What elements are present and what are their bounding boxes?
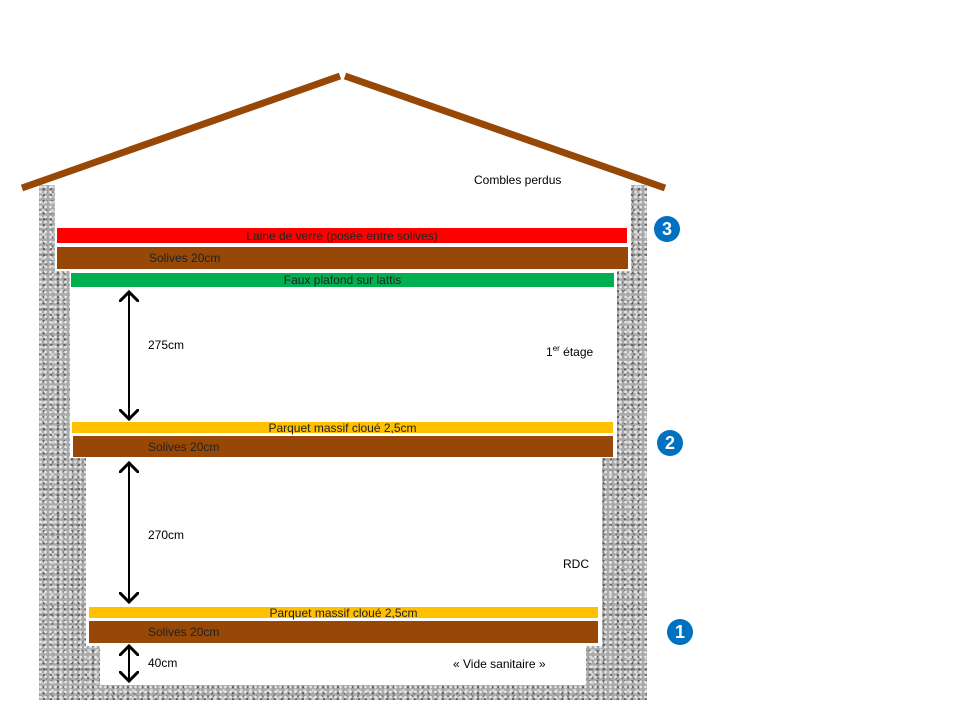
joists-bottom: Solives 20cm — [89, 621, 598, 643]
false-ceiling-layer: Faux plafond sur lattis — [71, 273, 614, 287]
joists-mid: Solives 20cm — [73, 436, 613, 457]
badge-3: 3 — [654, 216, 680, 242]
glass-wool-layer: Laine de verre (posée entre solives) — [57, 228, 627, 243]
first-floor-sup: er — [552, 344, 560, 353]
joists-top: Solives 20cm — [57, 247, 628, 269]
roof-left — [20, 72, 342, 192]
attic-label: Combles perdus — [474, 173, 562, 187]
crawl-space-label: « Vide sanitaire » — [453, 657, 546, 671]
parquet-first: Parquet massif cloué 2,5cm — [72, 421, 613, 435]
height-first-label: 275cm — [148, 338, 185, 352]
first-floor-label: 1er étage — [546, 344, 593, 359]
badge-2: 2 — [657, 430, 683, 456]
roof-right — [343, 72, 667, 192]
crawl-space — [100, 645, 586, 685]
first-floor-word: étage — [559, 345, 594, 359]
first-floor-num: 1 — [546, 345, 553, 359]
height-crawl-label: 40cm — [148, 656, 178, 670]
height-ground-label: 270cm — [148, 528, 185, 542]
badge-1: 1 — [667, 619, 693, 645]
parquet-ground: Parquet massif cloué 2,5cm — [89, 606, 598, 620]
ground-floor-label: RDC — [563, 557, 589, 571]
